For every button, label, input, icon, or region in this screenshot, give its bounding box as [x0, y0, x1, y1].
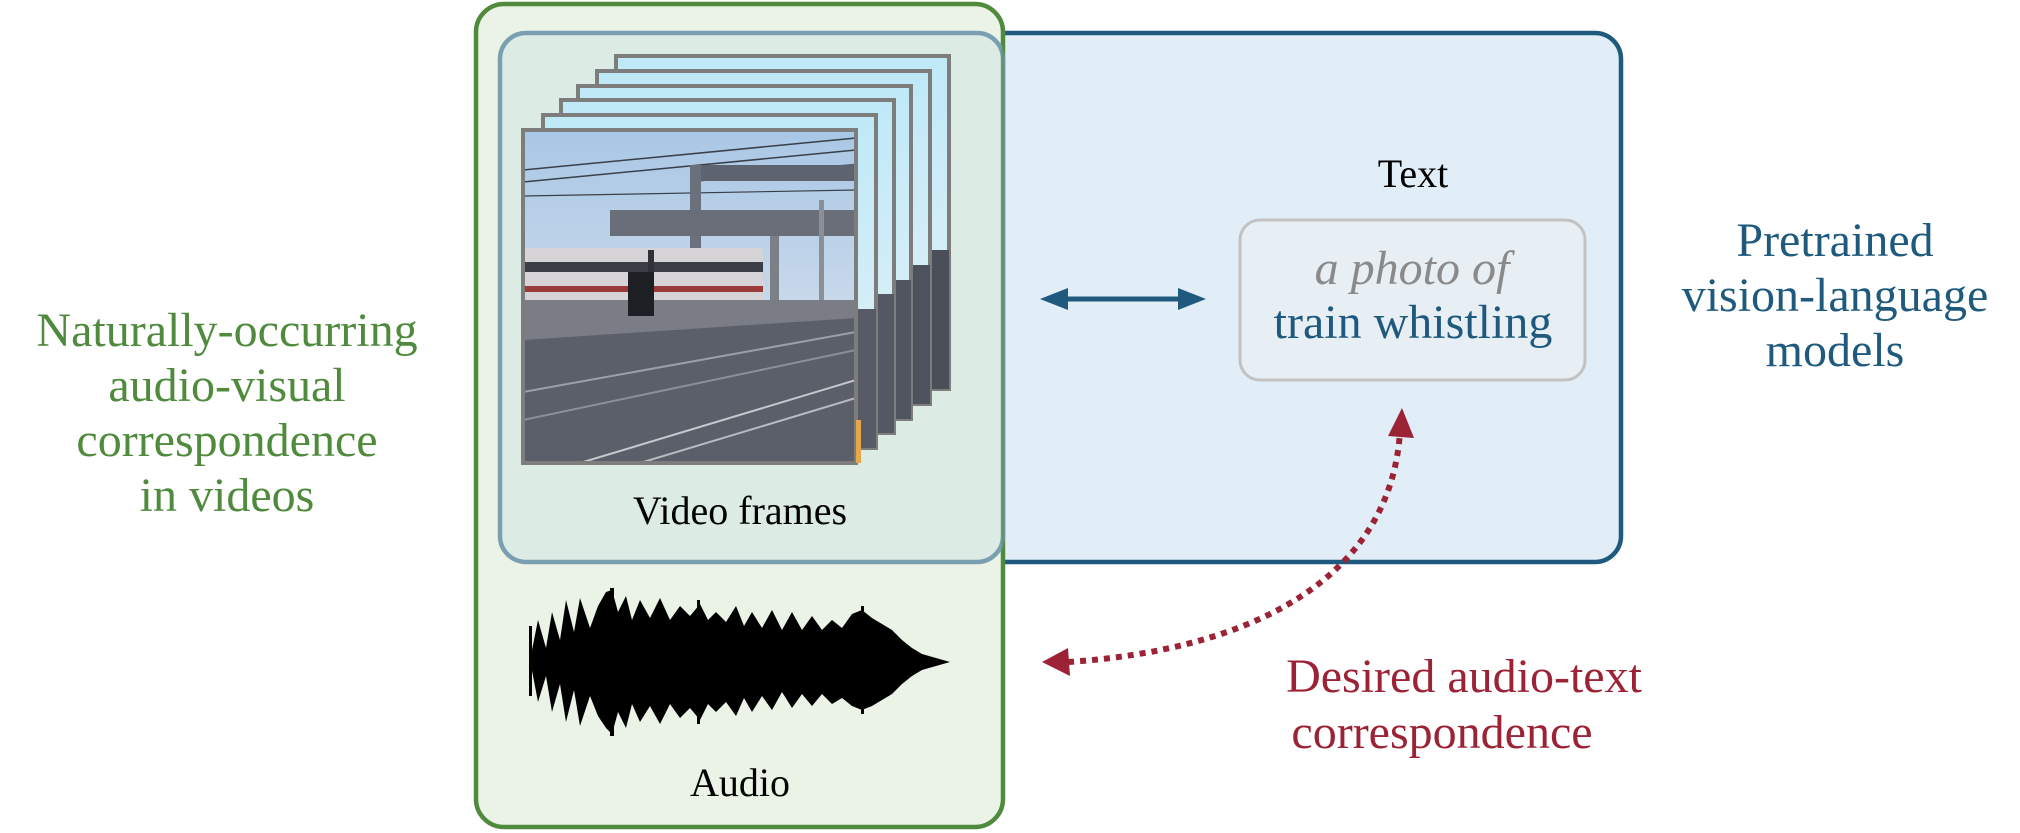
right-caption-line-3: models — [1766, 324, 1905, 377]
dotted-curved-double-arrow-icon — [1042, 408, 1414, 676]
text-heading: Text — [1378, 151, 1449, 196]
prompt-prefix: a photo of — [1315, 242, 1515, 295]
double-headed-arrow-icon — [1040, 288, 1206, 310]
left-caption-line-3: correspondence — [76, 414, 377, 467]
left-caption-line-2: audio-visual — [108, 359, 345, 412]
prompt-class-label: train whistling — [1274, 296, 1553, 349]
left-caption-line-4: in videos — [140, 469, 315, 522]
right-caption-line-2: vision-language — [1682, 269, 1989, 322]
audio-waveform-icon — [529, 588, 950, 736]
right-caption-line-1: Pretrained — [1736, 214, 1933, 267]
left-caption-line-1: Naturally-occurring — [36, 304, 417, 357]
video-frames-label: Video frames — [633, 488, 847, 533]
video-frame-stack — [521, 54, 951, 465]
video-frame-front — [521, 128, 861, 465]
audio-label: Audio — [690, 760, 790, 805]
text-prompt-box — [1238, 218, 1587, 382]
desired-correspondence-line-2: correspondence — [1291, 706, 1592, 759]
desired-correspondence-line-1: Desired audio-text — [1286, 650, 1643, 703]
